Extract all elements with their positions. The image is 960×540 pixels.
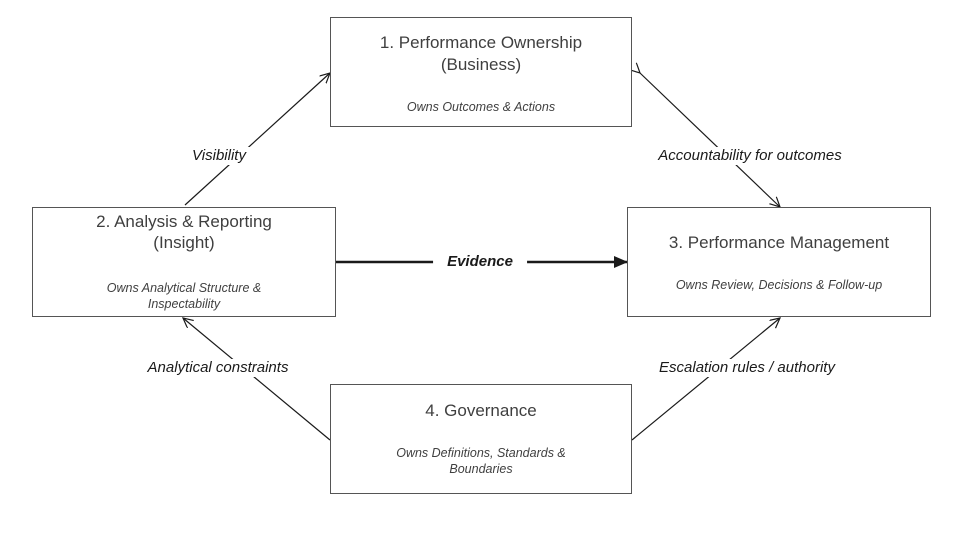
ownership-title-line2: (Business) — [440, 55, 522, 74]
analytical-constraints-connector — [183, 318, 331, 441]
governance-subtitle-line1: Owns Definitions, Standards & — [396, 446, 566, 460]
governance-title: 4. Governance — [425, 401, 537, 420]
ownership-box: 1. Performance Ownership (Business) Owns… — [330, 17, 632, 127]
visibility-label: Visibility — [188, 147, 250, 165]
accountability-label: Accountability for outcomes — [654, 147, 846, 165]
analysis-title-line2: (Insight) — [153, 233, 215, 252]
analysis-subtitle-line1: Owns Analytical Structure & — [106, 281, 262, 295]
escalation-label: Escalation rules / authority — [655, 359, 839, 377]
ownership-subtitle: Owns Outcomes & Actions — [406, 100, 556, 114]
evidence-label: Evidence — [433, 253, 527, 271]
management-title: 3. Performance Management — [668, 233, 890, 252]
analysis-title-line1: 2. Analysis & Reporting — [96, 212, 272, 231]
visibility-connector — [184, 73, 330, 206]
governance-subtitle-line2: Boundaries — [449, 462, 513, 476]
analysis-box: 2. Analysis & Reporting (Insight) Owns A… — [32, 207, 336, 317]
accountability-connector — [640, 73, 780, 207]
governance-box: 4. Governance Owns Definitions, Standard… — [330, 384, 632, 494]
analysis-subtitle-line2: Inspectability — [147, 297, 221, 311]
analytical-constraints-label: Analytical constraints — [143, 359, 293, 377]
escalation-connector — [631, 318, 780, 441]
management-box: 3. Performance Management Owns Review, D… — [627, 207, 931, 317]
ownership-title-line1: 1. Performance Ownership — [379, 33, 583, 52]
management-subtitle: Owns Review, Decisions & Follow-up — [675, 278, 883, 292]
